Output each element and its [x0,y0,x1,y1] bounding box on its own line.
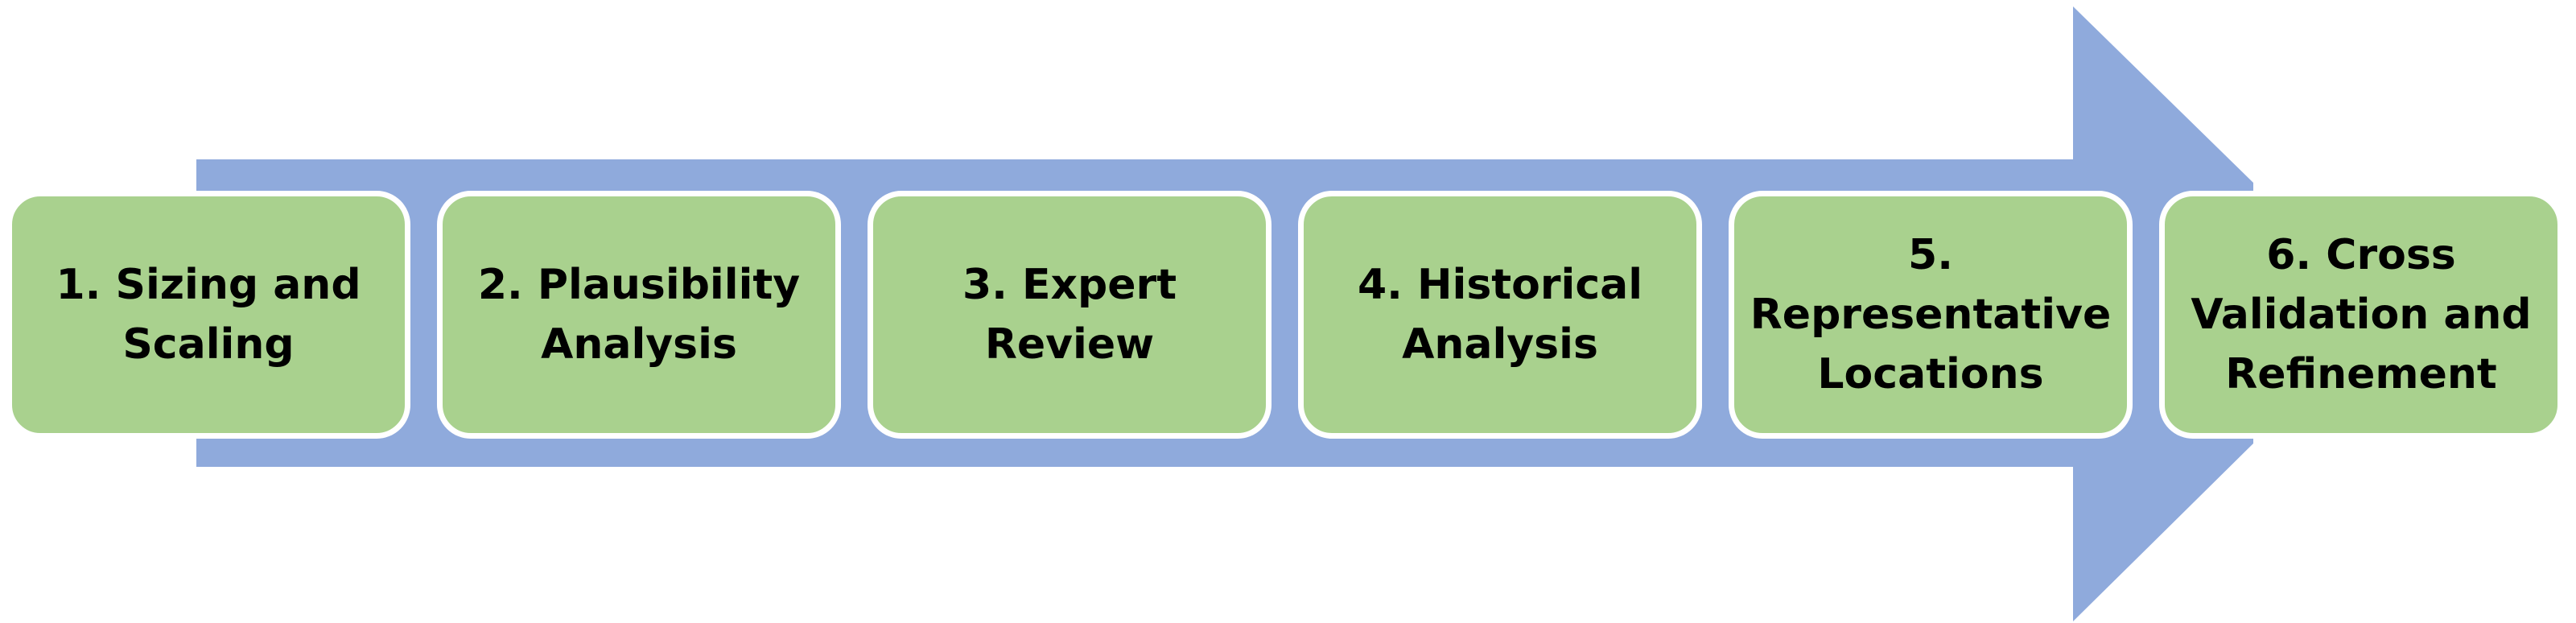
step-label: 5. Representative Locations [1750,231,2112,398]
step-label: 6. Cross Validation and Refinement [2191,231,2532,398]
step-label: 2. Plausibility Analysis [477,261,801,369]
step-label: 3. Expert Review [962,261,1177,369]
step-box-1: 1. Sizing and Scaling [6,191,410,439]
step-box-5: 5. Representative Locations [1729,191,2133,439]
step-label: 4. Historical Analysis [1357,261,1643,369]
step-box-2: 2. Plausibility Analysis [437,191,841,439]
step-box-4: 4. Historical Analysis [1298,191,1702,439]
step-box-3: 3. Expert Review [868,191,1272,439]
step-label: 1. Sizing and Scaling [56,261,361,369]
step-box-6: 6. Cross Validation and Refinement [2159,191,2563,439]
